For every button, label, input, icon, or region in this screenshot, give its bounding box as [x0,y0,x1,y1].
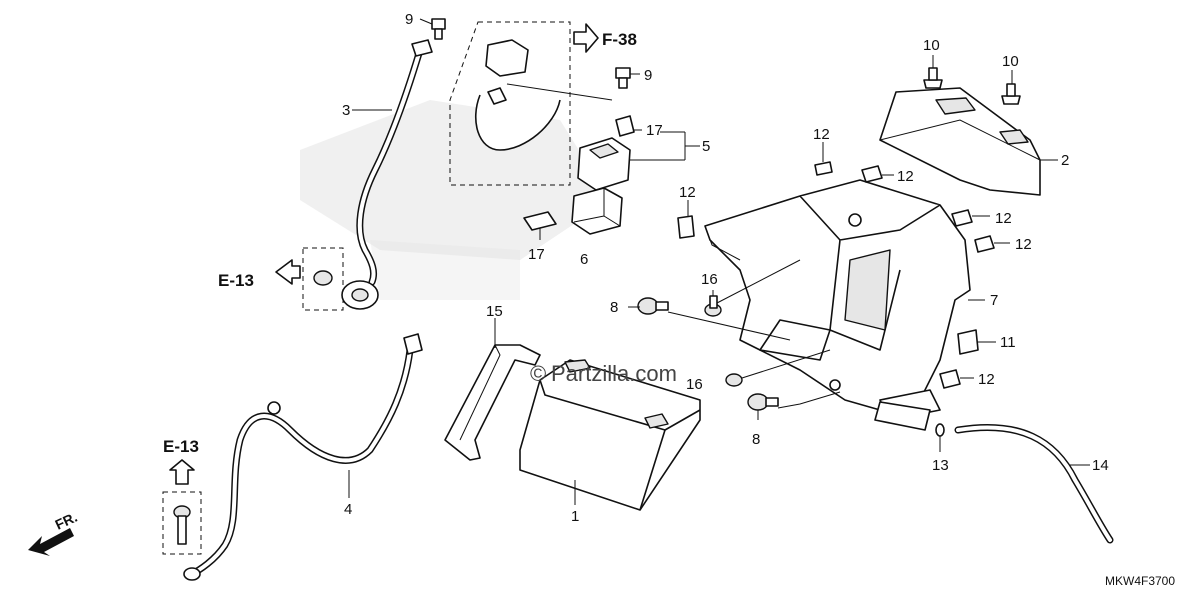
clip-12-c [677,215,695,239]
clip-12-a [814,161,833,176]
ground-bolt-bottom [173,505,191,545]
cable-3 [341,39,433,310]
watermark: Partzilla.com [551,361,677,386]
front-label: FR. [53,509,80,533]
battery-1 [519,359,701,511]
callout-8-top: 8 [610,299,618,316]
callout-12-e: 12 [1015,236,1032,253]
callout-10-right: 10 [1002,53,1019,70]
cover-2 [879,87,1041,196]
callout-9-top: 9 [405,11,413,28]
bolt-8-bottom [747,393,779,411]
callout-17-top: 17 [646,122,663,139]
ref-e13-left-label: E-13 [218,271,254,290]
callout-12-d: 12 [995,210,1012,227]
callout-9-right: 9 [644,67,652,84]
cable-4 [183,333,423,581]
relay-5 [577,137,631,191]
ref-e13-bottom-label: E-13 [163,437,199,456]
bolt-9-right [615,67,631,89]
callout-14: 14 [1092,457,1109,474]
callout-10-left: 10 [923,37,940,54]
watermark-text: © [530,361,546,386]
callout-3: 3 [342,102,350,119]
bolt-9-top [431,18,446,40]
callout-17-bottom: 17 [528,246,545,263]
clip-10-right [1001,83,1021,105]
clip-11 [957,329,979,355]
callout-4: 4 [344,501,352,518]
bolt-16-bottom [725,373,743,387]
clip-12-d [951,209,973,227]
bolt-8-top [637,297,669,315]
bolt-16-top [704,295,722,317]
callout-12-b: 12 [897,168,914,185]
clip-10-left [923,67,943,89]
clip-12-b [861,165,883,183]
relay-connector-top [475,39,561,151]
callout-13: 13 [932,457,949,474]
ghost-background [300,100,610,300]
ref-arrow-bottom [169,459,195,485]
grommet-left [275,259,333,286]
callout-6: 6 [580,251,588,268]
fuse-17-bottom [523,211,557,231]
callout-15: 15 [486,303,503,320]
callout-12-f: 12 [978,371,995,388]
callout-16-bottom: 16 [686,376,703,393]
ref-f38-label: F-38 [602,30,637,49]
callout-12-c: 12 [679,184,696,201]
relay-group-box [449,21,571,186]
callout-1: 1 [571,508,579,525]
callout-12-a: 12 [813,126,830,143]
ground-group-box-bottom [162,491,202,555]
bracket-15 [444,344,541,461]
clip-13 [935,423,945,437]
callout-8-bottom: 8 [752,431,760,448]
diagram-code: MKW4F3700 [1105,574,1175,588]
callout-5: 5 [702,138,710,155]
hose-14 [954,423,1114,544]
callout-11: 11 [1000,334,1016,351]
fuse-17-top [615,115,635,137]
callout-7: 7 [990,292,998,309]
battery-box-7 [704,179,971,431]
ref-arrow-f38 [573,23,599,53]
relay-6 [571,187,623,235]
ground-group-box-left [302,247,344,311]
callout-16-top: 16 [701,271,718,288]
clip-12-e [974,235,995,253]
callout-2: 2 [1061,152,1069,169]
front-arrow-icon [28,528,74,556]
clip-12-f [939,369,961,389]
